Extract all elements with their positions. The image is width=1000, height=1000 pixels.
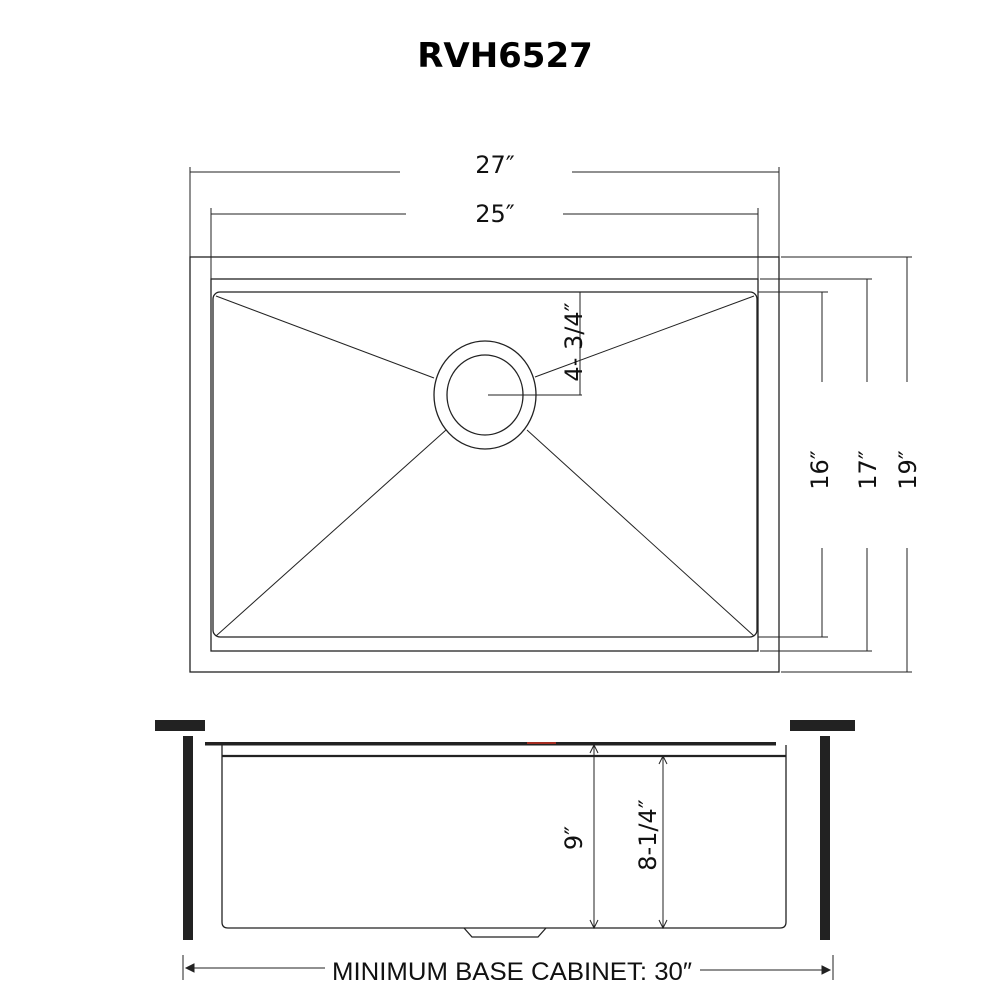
- cabinet-wall-right: [820, 736, 830, 940]
- drain-offset-dimension: [488, 291, 584, 396]
- bowl-depth-dimension: [658, 754, 668, 930]
- sink-outer-rim: [189, 256, 780, 673]
- inner-width-label: 25″: [475, 200, 515, 228]
- sink-inner-rim: [210, 278, 759, 652]
- inner-width-dimension: [210, 208, 759, 279]
- countertop-left: [155, 720, 205, 731]
- overall-depth-label: 19″: [894, 450, 922, 490]
- cabinet-width-label: MINIMUM BASE CABINET: 30″: [332, 958, 692, 986]
- total-depth-dimension: [589, 743, 599, 930]
- basin-depth-dimension: [758, 291, 828, 638]
- top-view: 4- 3/4″ 27″ 25″ 16″ 17″ 19″: [189, 151, 922, 673]
- overall-depth-dimension: [781, 256, 912, 673]
- drain-outlet: [463, 927, 547, 938]
- inner-depth-label: 17″: [854, 450, 882, 490]
- overall-width-label: 27″: [475, 151, 515, 179]
- sink-basin: [212, 291, 758, 638]
- sink-body: [221, 745, 787, 929]
- sink-flange: [205, 742, 776, 746]
- overall-width-dimension: [189, 167, 780, 257]
- side-view: 9″ 8-1/4″ MINIMUM BASE CABINET: 30″: [155, 720, 855, 986]
- countertop-right: [790, 720, 855, 731]
- drain-offset-label: 4- 3/4″: [560, 302, 588, 381]
- cabinet-width-dimension: [182, 955, 834, 980]
- basin-slope-lines: [215, 295, 755, 637]
- model-title: RVH6527: [417, 36, 593, 76]
- cabinet-wall-left: [183, 736, 193, 940]
- inner-depth-dimension: [760, 278, 872, 652]
- basin-depth-label: 16″: [806, 450, 834, 490]
- bowl-depth-label: 8-1/4″: [634, 799, 662, 871]
- total-depth-label: 9″: [560, 826, 588, 850]
